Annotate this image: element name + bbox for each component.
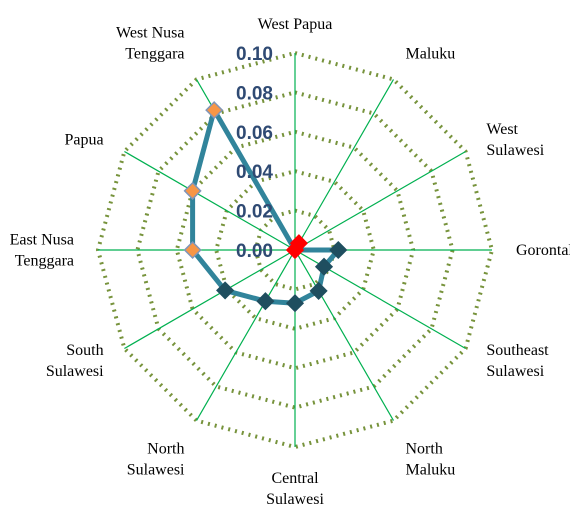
data-point-7 [256, 292, 275, 311]
category-label-layer: West PapuaMalukuWestSulawesiGorontaloSou… [10, 16, 570, 508]
spoke-5 [294, 249, 395, 421]
category-label-10: Papua [64, 132, 103, 149]
marker-layer [183, 101, 348, 313]
data-point-8 [216, 281, 235, 300]
spoke-2 [294, 150, 466, 251]
tick-label: 0.00 [236, 241, 273, 262]
data-point-4 [314, 257, 334, 276]
tick-label: 0.08 [236, 83, 273, 104]
category-label-3: Gorontalo [516, 242, 570, 259]
data-point-6 [285, 294, 305, 313]
tick-layer: 0.00 0.02 0.04 0.06 0.08 0.10 [236, 44, 273, 262]
category-label-0: West Papua [258, 16, 333, 33]
category-label-1: Maluku [406, 46, 456, 63]
spoke-7 [195, 249, 296, 421]
data-point-5 [309, 281, 328, 300]
tick-label: 0.10 [236, 44, 273, 65]
tick-label: 0.04 [236, 162, 273, 183]
tick-label: 0.06 [236, 123, 273, 144]
spoke-1 [294, 79, 395, 251]
spoke-10 [124, 150, 296, 251]
spoke-8 [124, 249, 296, 350]
data-point-11 [205, 101, 224, 120]
tick-label: 0.02 [236, 202, 273, 223]
data-point-3 [329, 240, 348, 260]
data-point-2 [285, 240, 305, 260]
data-point-9 [183, 240, 202, 260]
data-point-10 [183, 181, 202, 200]
